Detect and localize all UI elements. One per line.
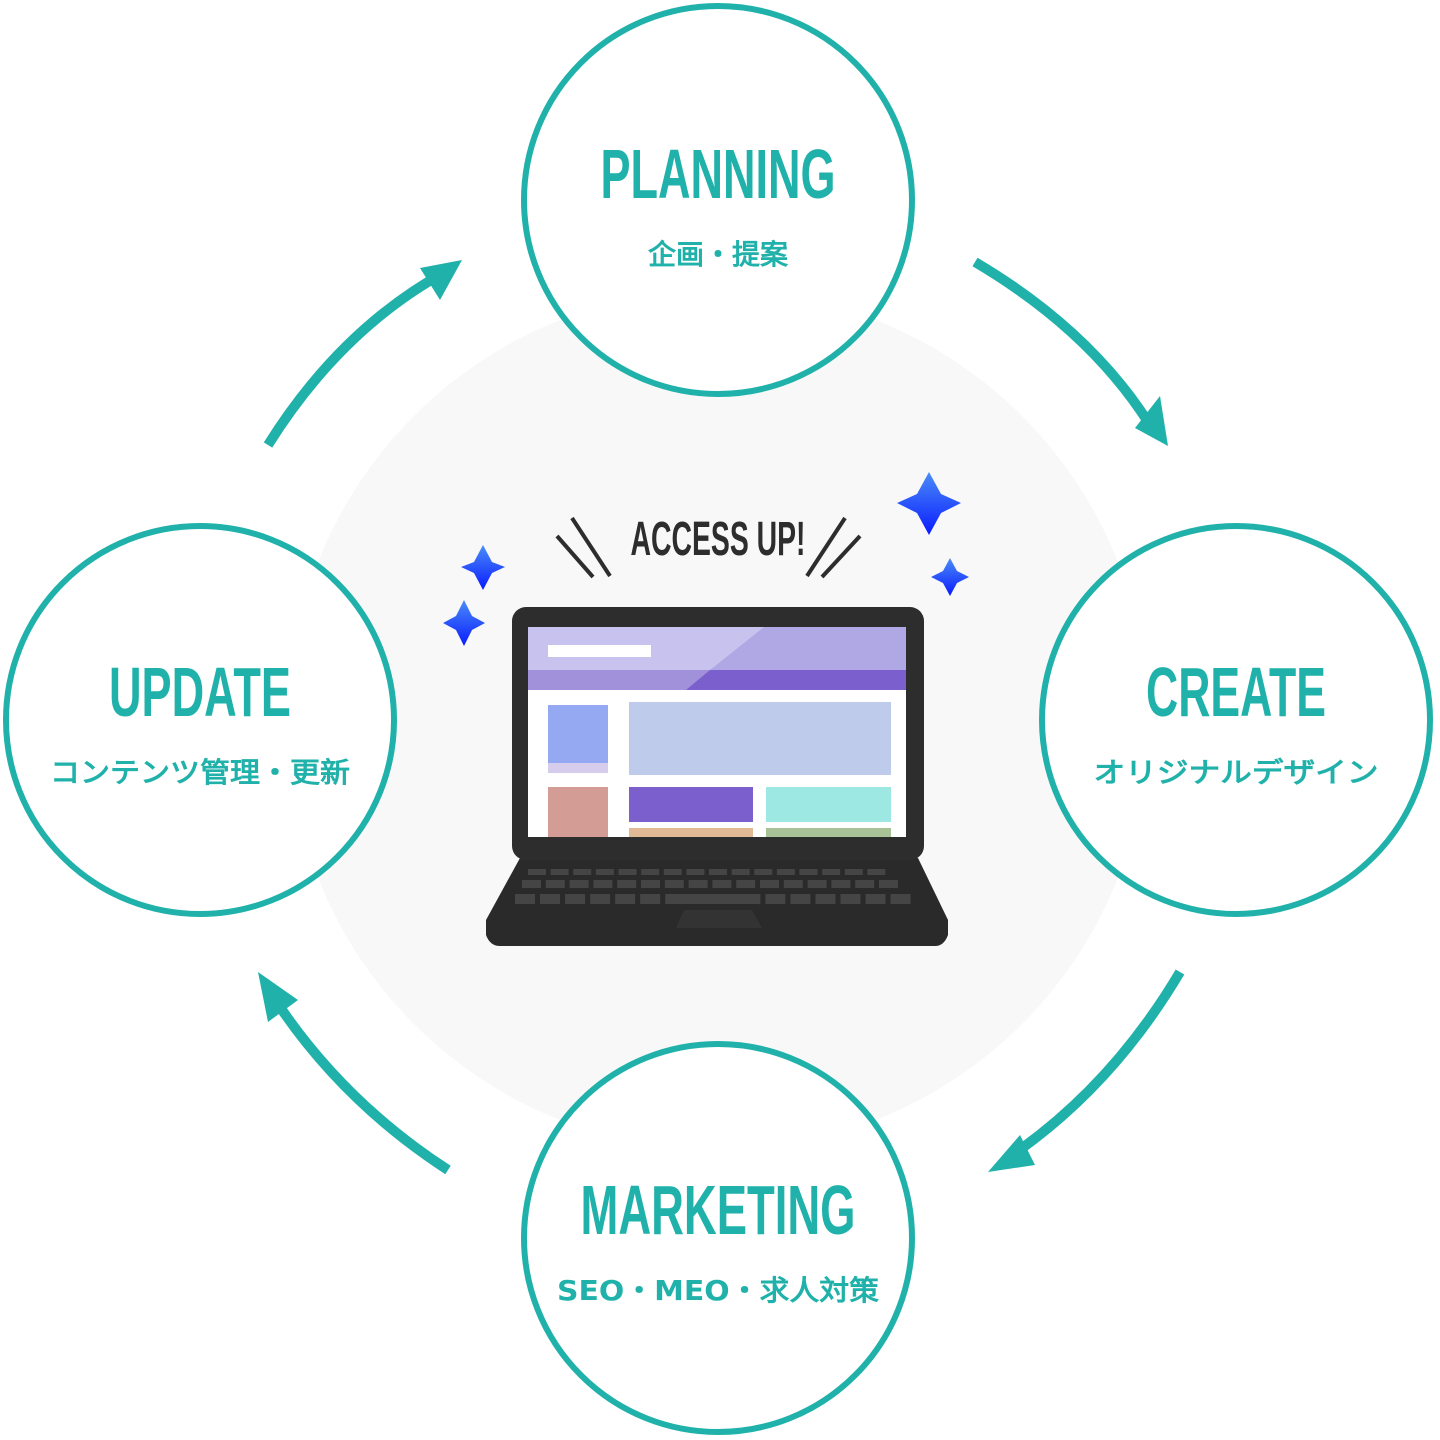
keyboard-key [573,869,592,875]
keyboard-key [736,880,756,888]
keyboard-key [641,880,660,888]
laptop-illustration [486,607,948,946]
cycle-arrows [263,257,1185,1175]
keyboard-key [515,894,535,904]
keyboard-key [528,869,546,875]
keyboard-key [665,894,761,904]
arrow-marketing-to-update [267,992,451,1175]
keyboard-key [545,880,565,888]
keyboard-key [765,894,786,904]
keyboard-key [640,894,661,904]
keyboard-key [799,869,818,875]
keyboard-key [754,869,773,875]
keyboard-key [663,869,682,875]
keyboard-key [615,894,636,904]
keyboard-key [565,894,586,904]
keyboard [515,869,911,904]
keyboard-key [760,880,779,888]
emphasis-lines-icon [555,516,862,579]
stage-subtitle: コンテンツ管理・更新 [50,756,350,789]
stage-create: CREATE オリジナルデザイン [1039,523,1433,917]
keyboard-key [641,869,660,875]
arrowhead-icon [1135,396,1168,446]
keyboard-key [807,880,827,888]
stage-subtitle: SEO・MEO・求人対策 [557,1274,879,1307]
keyboard-key [865,894,886,904]
stage-subtitle: 企画・提案 [648,238,789,271]
keyboard-key [840,894,861,904]
sparkle-icon [897,472,961,535]
keyboard-key [686,869,705,875]
touchpad [676,910,762,928]
arrowhead-icon [988,1135,1035,1172]
keyboard-key [731,869,750,875]
arrow-create-to-marketing [1002,969,1185,1165]
access-up-label: ACCESS UP! [631,513,806,566]
keyboard-key [790,894,811,904]
keyboard-key [879,880,898,888]
stage-title: PLANNING [601,135,836,213]
keyboard-key [822,869,841,875]
sparkle-icon [443,600,485,646]
keyboard-key [593,880,613,888]
keyboard-key [709,869,727,875]
keyboard-key [867,869,886,875]
stage-update: UPDATE コンテンツ管理・更新 [3,523,397,917]
stage-title: MARKETING [581,1171,856,1249]
stage-planning: PLANNING 企画・提案 [521,3,915,397]
keyboard-key [569,880,589,888]
stage-title: CREATE [1146,653,1326,731]
keyboard-key [831,880,851,888]
keyboard-key [595,869,614,875]
sparkle-icon [931,558,969,596]
keyboard-key [590,894,611,904]
keyboard-key [664,880,684,888]
keyboard-key [815,894,836,904]
keyboard-key [540,894,561,904]
arrow-update-to-planning [263,267,448,448]
keyboard-key [776,869,795,875]
arrow-planning-to-create [972,257,1155,428]
keyboard-key [522,880,541,888]
sparkles [443,472,969,646]
keyboard-key [855,880,875,888]
keyboard-key [617,880,637,888]
keyboard-key [618,869,637,875]
keyboard-key [688,880,708,888]
keyboard-key [890,894,911,904]
stage-subtitle: オリジナルデザイン [1094,756,1379,789]
stage-marketing: MARKETING SEO・MEO・求人対策 [521,1041,915,1435]
keyboard-key [550,869,569,875]
keyboard-key [712,880,732,888]
sparkle-icon [461,545,505,590]
keyboard-key [844,869,863,875]
keyboard-key [783,880,803,888]
arrowhead-icon [420,260,462,300]
arrowhead-icon [258,972,298,1022]
stage-title: UPDATE [109,653,291,731]
